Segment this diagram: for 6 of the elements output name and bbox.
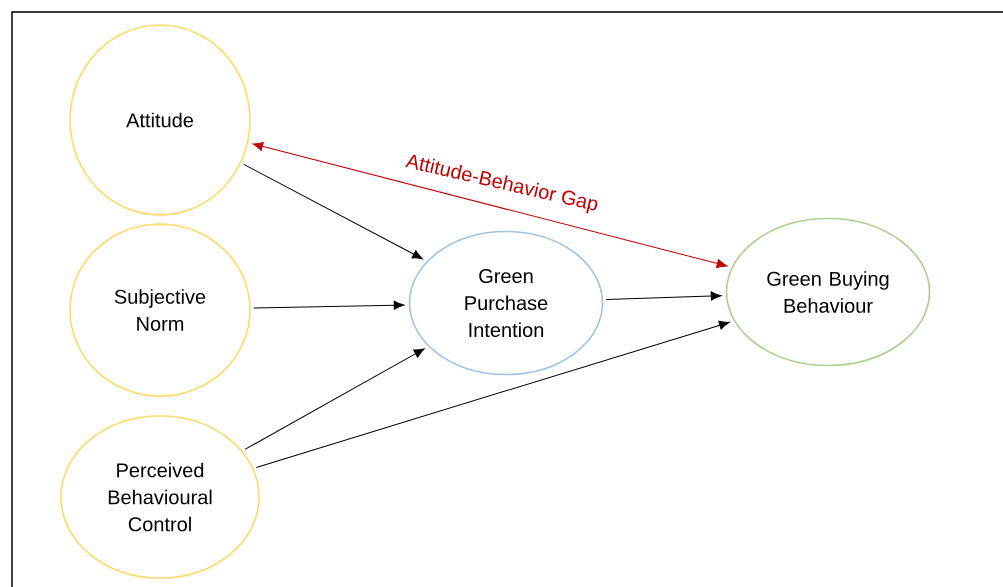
arrow [243, 163, 423, 260]
arrow [244, 348, 425, 450]
arrow [255, 320, 730, 468]
arrow [252, 141, 728, 268]
arrow [253, 300, 405, 310]
arrow [605, 291, 722, 301]
